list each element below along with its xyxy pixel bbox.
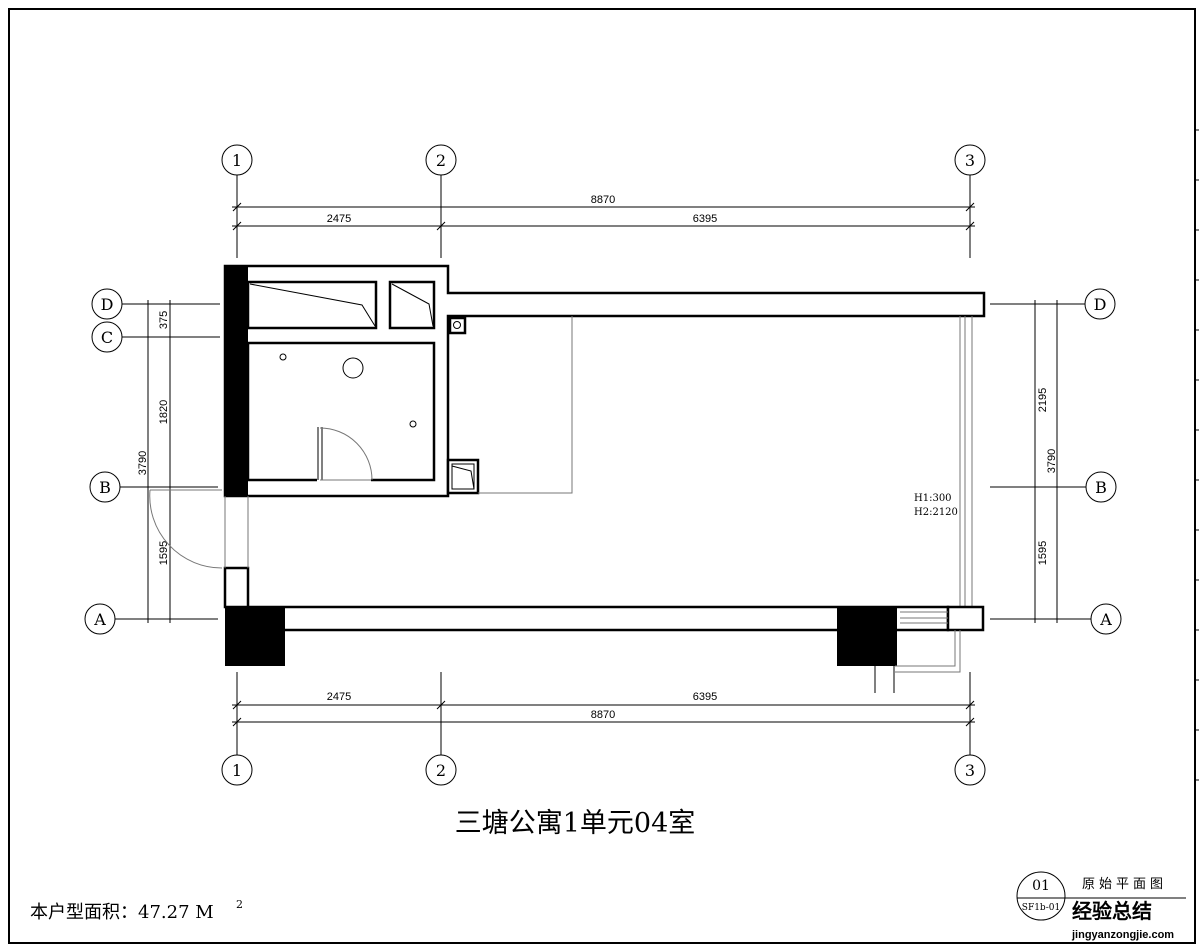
dim-top-seg: 6395 bbox=[693, 213, 717, 225]
window-note-h2: H2:2120 bbox=[914, 507, 958, 518]
dim-left-seg: 1820 bbox=[158, 400, 170, 424]
dim-bottom-total: 8870 bbox=[591, 709, 615, 721]
drawing-number: 01 bbox=[1032, 878, 1050, 894]
drawing-code: SF1b-01 bbox=[1022, 903, 1060, 913]
watermark: 经验总结 jingyanzongjie.com bbox=[1071, 899, 1174, 941]
dim-right-total: 3790 bbox=[1046, 449, 1058, 473]
axis-label-A: A bbox=[1099, 610, 1112, 629]
axis-label-2: 2 bbox=[436, 151, 446, 170]
closet bbox=[388, 280, 436, 330]
top-axis-markers: 1 2 3 bbox=[221, 144, 986, 258]
closet bbox=[246, 280, 378, 330]
dim-left-seg: 375 bbox=[158, 311, 170, 329]
dim-left-seg: 1595 bbox=[158, 541, 170, 565]
axis-label-B: B bbox=[1095, 478, 1107, 497]
bottom-axis-markers: 1 2 3 bbox=[221, 672, 986, 786]
drawing-name: 原始平面图 bbox=[1082, 877, 1167, 892]
bathroom bbox=[246, 341, 436, 482]
dim-right-seg: 2195 bbox=[1037, 388, 1049, 412]
dim-top-seg: 2475 bbox=[327, 213, 351, 225]
area-label: 本户型面积：47.27 M bbox=[30, 902, 214, 923]
window-note-h1: H1:300 bbox=[914, 493, 952, 504]
axis-label-D: D bbox=[1094, 295, 1107, 314]
axis-label-C: C bbox=[101, 328, 113, 347]
dim-left-total: 3790 bbox=[137, 451, 149, 475]
axis-label-1: 1 bbox=[232, 761, 242, 780]
axis-label-2: 2 bbox=[436, 761, 446, 780]
drawing-frame bbox=[8, 8, 1196, 944]
axis-label-B: B bbox=[99, 478, 111, 497]
column bbox=[225, 266, 248, 496]
dim-top-total: 8870 bbox=[591, 194, 615, 206]
axis-label-1: 1 bbox=[232, 151, 242, 170]
right-axis-markers: D B A bbox=[990, 288, 1122, 635]
dim-bottom-seg: 6395 bbox=[693, 691, 717, 703]
axis-label-D: D bbox=[101, 295, 114, 314]
left-axis-markers: D C B A bbox=[84, 288, 220, 635]
dim-right-seg: 1595 bbox=[1037, 541, 1049, 565]
dim-bottom-seg: 2475 bbox=[327, 691, 351, 703]
axis-label-A: A bbox=[93, 610, 106, 629]
watermark-cn: 经验总结 bbox=[1072, 899, 1152, 923]
axis-label-3: 3 bbox=[965, 761, 975, 780]
walls bbox=[149, 264, 986, 693]
title-block: 01 SF1b-01 原始平面图 bbox=[1016, 871, 1186, 921]
plan-title: 三塘公寓1单元04室 bbox=[455, 808, 696, 839]
axis-label-3: 3 bbox=[965, 151, 975, 170]
watermark-url: jingyanzongjie.com bbox=[1071, 929, 1174, 941]
area-superscript: 2 bbox=[236, 898, 243, 911]
